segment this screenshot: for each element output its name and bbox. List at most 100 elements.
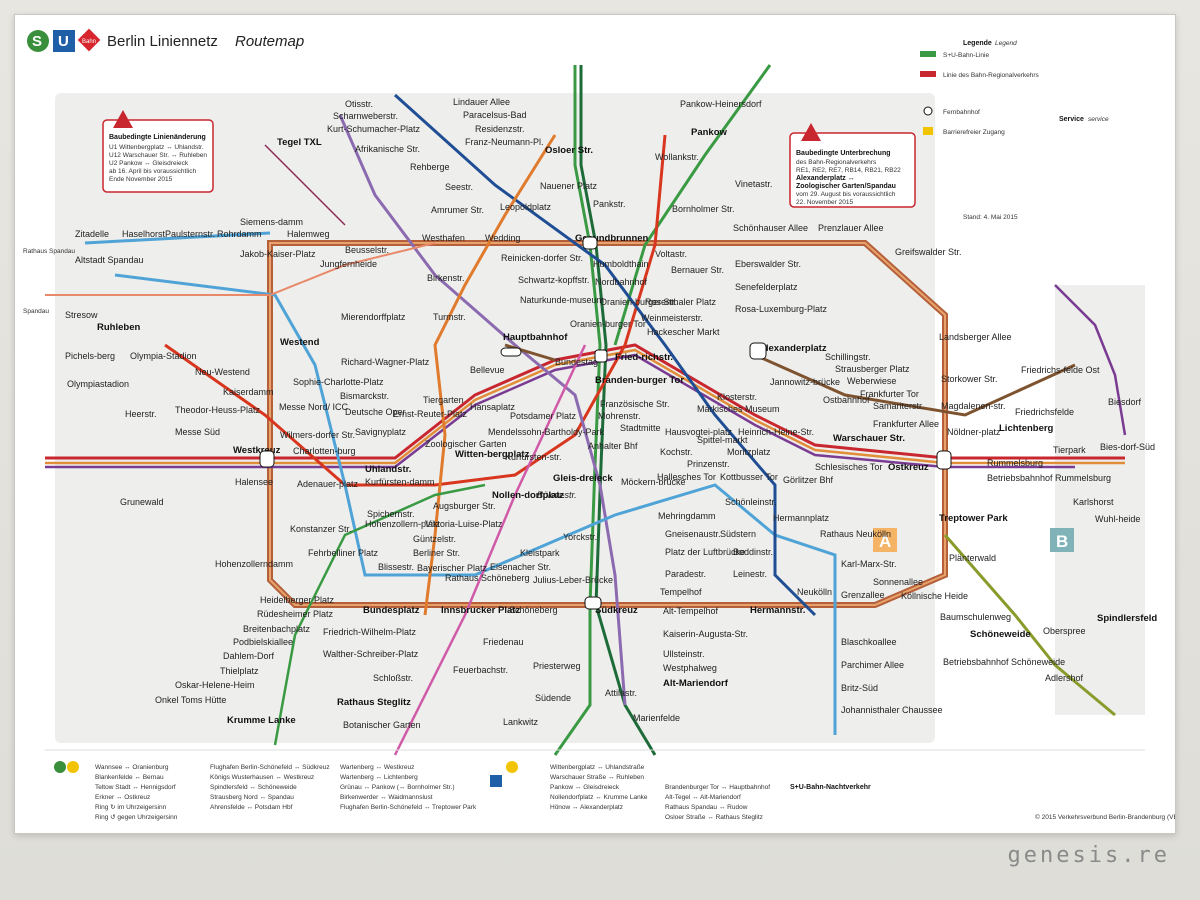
station-pichelsberg: Pichels-berg xyxy=(65,351,115,361)
station-sonnenallee: Sonnenallee xyxy=(873,577,923,587)
station-boddinstr: Boddinstr. xyxy=(733,547,773,557)
station-bundestag: Bundestag xyxy=(555,357,598,367)
station-tierpark: Tierpark xyxy=(1053,445,1086,455)
svg-text:Alt-Tegel ↔ Alt-Mariendorf: Alt-Tegel ↔ Alt-Mariendorf xyxy=(665,794,741,801)
station-johannisthaler: Johannisthaler Chaussee xyxy=(841,705,943,715)
station-lankwitz: Lankwitz xyxy=(503,717,539,727)
station-leinestr: Leinestr. xyxy=(733,569,767,579)
station-franzoesische: Französische Str. xyxy=(600,399,670,409)
station-thielplatz: Thielplatz xyxy=(220,666,259,676)
station-schwartzkopff: Schwartz-kopffstr. xyxy=(518,275,589,285)
station-podbielski: Podbielskiallee xyxy=(233,637,293,647)
svg-text:© 2015 Verkehrsverbund Berlin-: © 2015 Verkehrsverbund Berlin-Brandenbur… xyxy=(1035,813,1175,821)
s-bahn-north-south xyxy=(553,65,602,756)
station-pankstr: Pankstr. xyxy=(593,199,626,209)
svg-text:vom 29. August bis voraussicht: vom 29. August bis voraussichtlich xyxy=(796,191,896,198)
station-onkel-toms: Onkel Toms Hütte xyxy=(155,695,226,705)
station-karlshorst: Karlshorst xyxy=(1073,497,1114,507)
station-olympiastadion: Olympiastadion xyxy=(67,379,129,389)
station-pankow: Pankow xyxy=(691,127,728,138)
station-heinrich-heine: Heinrich-Heine-Str. xyxy=(738,427,814,437)
s1-line xyxy=(393,344,587,756)
station-augsburger: Augsburger Str. xyxy=(433,501,496,511)
station-messe-nord: Messe Nord/ ICC xyxy=(279,402,349,412)
station-hausvogtei: Hausvogtei-platz xyxy=(665,427,733,437)
station-nordbahnhof: Nordbahnhof xyxy=(595,277,648,287)
txl-bus-route xyxy=(264,144,346,226)
station-ostbahnhof: Ostbahnhof xyxy=(823,395,870,405)
station-alt-tempelhof: Alt-Tempelhof xyxy=(663,606,719,616)
svg-text:Ende November 2015: Ende November 2015 xyxy=(109,176,173,183)
station-wedding: Wedding xyxy=(485,233,520,243)
station-eisenacher: Eisenacher Str. xyxy=(490,562,551,572)
station-uhlandstr: Uhlandstr. xyxy=(365,464,411,475)
station-wollankstr: Wollankstr. xyxy=(655,152,699,162)
s-bahn-s2-line xyxy=(579,65,657,756)
station-lindauer: Lindauer Allee xyxy=(453,97,510,107)
interchange-markers xyxy=(259,236,952,610)
station-landsberger: Landsberger Allee xyxy=(939,332,1012,342)
svg-text:Wartenberg ↔ Lichtenberg: Wartenberg ↔ Lichtenberg xyxy=(340,774,418,781)
db-logo: Bahn xyxy=(77,28,101,52)
station-platz-luftbruecke: Platz der Luftbrücke xyxy=(665,547,745,557)
station-wuhlheide: Wuhl-heide xyxy=(1095,514,1140,524)
station-anhalter: Anhalter Bhf xyxy=(588,441,638,451)
svg-text:Teltow Stadt ↔ Hennigsdorf: Teltow Stadt ↔ Hennigsdorf xyxy=(95,784,176,791)
station-schoeneweide: Schöneweide xyxy=(970,629,1031,640)
svg-text:Baubedingte Linienänderung: Baubedingte Linienänderung xyxy=(109,134,206,141)
station-haselhorst: Haselhorst xyxy=(122,229,166,239)
station-heerstr: Heerstr. xyxy=(125,409,157,419)
station-walther-schreiber: Walther-Schreiber-Platz xyxy=(323,649,419,659)
station-residenzstr: Residenzstr. xyxy=(475,124,525,134)
station-voltastr: Voltastr. xyxy=(655,249,687,259)
station-rosenthaler: Rosenthaler Platz xyxy=(645,297,717,307)
legend-panel: Legende Legend S+U-Bahn-Linie Linie des … xyxy=(920,40,1109,221)
station-stresow: Stresow xyxy=(65,310,98,320)
svg-text:S+U-Bahn-Linie: S+U-Bahn-Linie xyxy=(943,52,989,59)
station-rosa-luxemburg: Rosa-Luxemburg-Platz xyxy=(735,304,828,314)
svg-text:Grünau ↔ Pankow (↔ Bornholmer: Grünau ↔ Pankow (↔ Bornholmer Str.) xyxy=(340,784,455,791)
s-bahn-s7-line xyxy=(45,353,1075,469)
station-potsdamer: Potsdamer Platz xyxy=(510,411,577,421)
station-leopoldplatz: Leopoldplatz xyxy=(500,202,552,212)
city-area-east xyxy=(1055,285,1145,715)
station-bayerischer: Bayerischer Platz xyxy=(417,563,488,573)
station-messe-sued: Messe Süd xyxy=(175,427,220,437)
u3-line xyxy=(273,483,486,746)
station-eberswalder: Eberswalder Str. xyxy=(735,259,801,269)
station-noeldner: Nöldner-platz xyxy=(947,427,1001,437)
svg-text:Ring ↻ im Uhrzeigersinn: Ring ↻ im Uhrzeigersinn xyxy=(95,804,167,811)
station-wilmersdorfer: Wilmers-dorfer Str. xyxy=(280,430,355,440)
station-bellevue: Bellevue xyxy=(470,365,505,375)
station-wittenbergplatz: Witten-bergplatz xyxy=(455,449,530,460)
station-spittelmarkt: Spittel-markt xyxy=(697,435,748,445)
station-kaiserdamm: Kaiserdamm xyxy=(223,387,274,397)
svg-text:Warschauer Straße ↔ Ruhleben: Warschauer Straße ↔ Ruhleben xyxy=(550,774,644,781)
station-bornholmer: Bornholmer Str. xyxy=(672,204,735,214)
u2-line xyxy=(164,134,667,487)
station-weinmeister: Weinmeisterstr. xyxy=(641,313,703,323)
watermark-text: genesis.re xyxy=(1007,843,1170,868)
station-biesdorf-sued: Bies-dorf-Süd xyxy=(1100,442,1155,452)
station-neukoelln: Neukölln xyxy=(797,587,832,597)
city-area xyxy=(55,93,935,743)
station-ullsteinstr: Ullsteinstr. xyxy=(663,649,705,659)
svg-text:S: S xyxy=(32,33,42,50)
station-beusselstr: Beusselstr. xyxy=(345,245,389,255)
svg-text:U1 Wittenbergplatz ↔ Uhlandst: U1 Wittenbergplatz ↔ Uhlandstr. xyxy=(109,144,204,151)
station-jannowitz: Jannowitz-brücke xyxy=(770,377,840,387)
svg-text:U2 Pankow ↔ Gleisdreieck: U2 Pankow ↔ Gleisdreieck xyxy=(109,160,189,167)
station-berliner-str: Berliner Str. xyxy=(413,548,460,558)
station-vinetastr: Vinetastr. xyxy=(735,179,772,189)
station-hauptbahnhof: Hauptbahnhof xyxy=(503,332,568,343)
station-buelowstr: Bülow-str. xyxy=(537,490,577,500)
u5-line xyxy=(754,353,1076,417)
station-schillingstr: Schillingstr. xyxy=(825,352,871,362)
station-oberspree: Oberspree xyxy=(1043,626,1086,636)
station-karl-marx: Karl-Marx-Str. xyxy=(841,559,897,569)
svg-text:Rathaus Spandau ↔ Rudow: Rathaus Spandau ↔ Rudow xyxy=(665,804,748,811)
station-reinickendorfer: Reinicken-dorfer Str. xyxy=(501,253,583,263)
station-hallesches: Hallesches Tor xyxy=(657,472,716,482)
svg-text:Pankow ↔ Gleisdreieck: Pankow ↔ Gleisdreieck xyxy=(550,784,620,791)
svg-text:Service: Service xyxy=(1059,116,1084,123)
